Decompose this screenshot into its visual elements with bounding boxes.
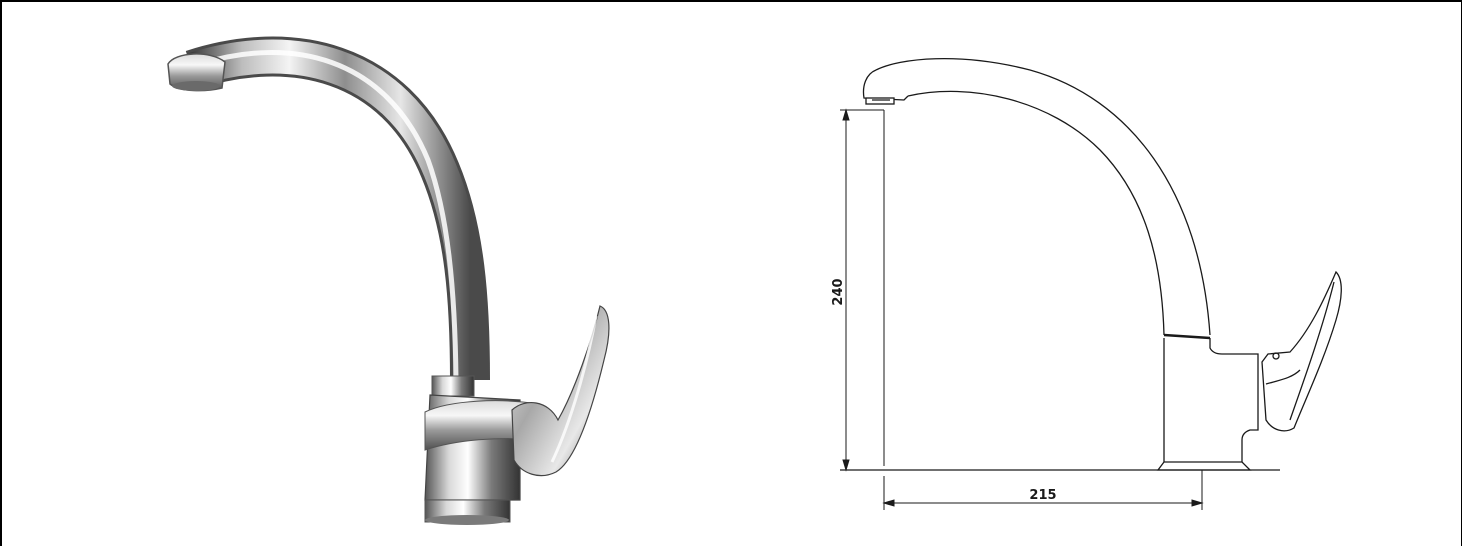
height-dimension-label: 240	[831, 278, 846, 305]
reach-dimension-label: 215	[1029, 488, 1056, 503]
chrome-kitchen-faucet-photo	[167, 36, 610, 525]
reach-dimension	[882, 470, 1204, 510]
height-dimension	[840, 108, 885, 472]
faucet-line-drawing	[840, 57, 1342, 471]
